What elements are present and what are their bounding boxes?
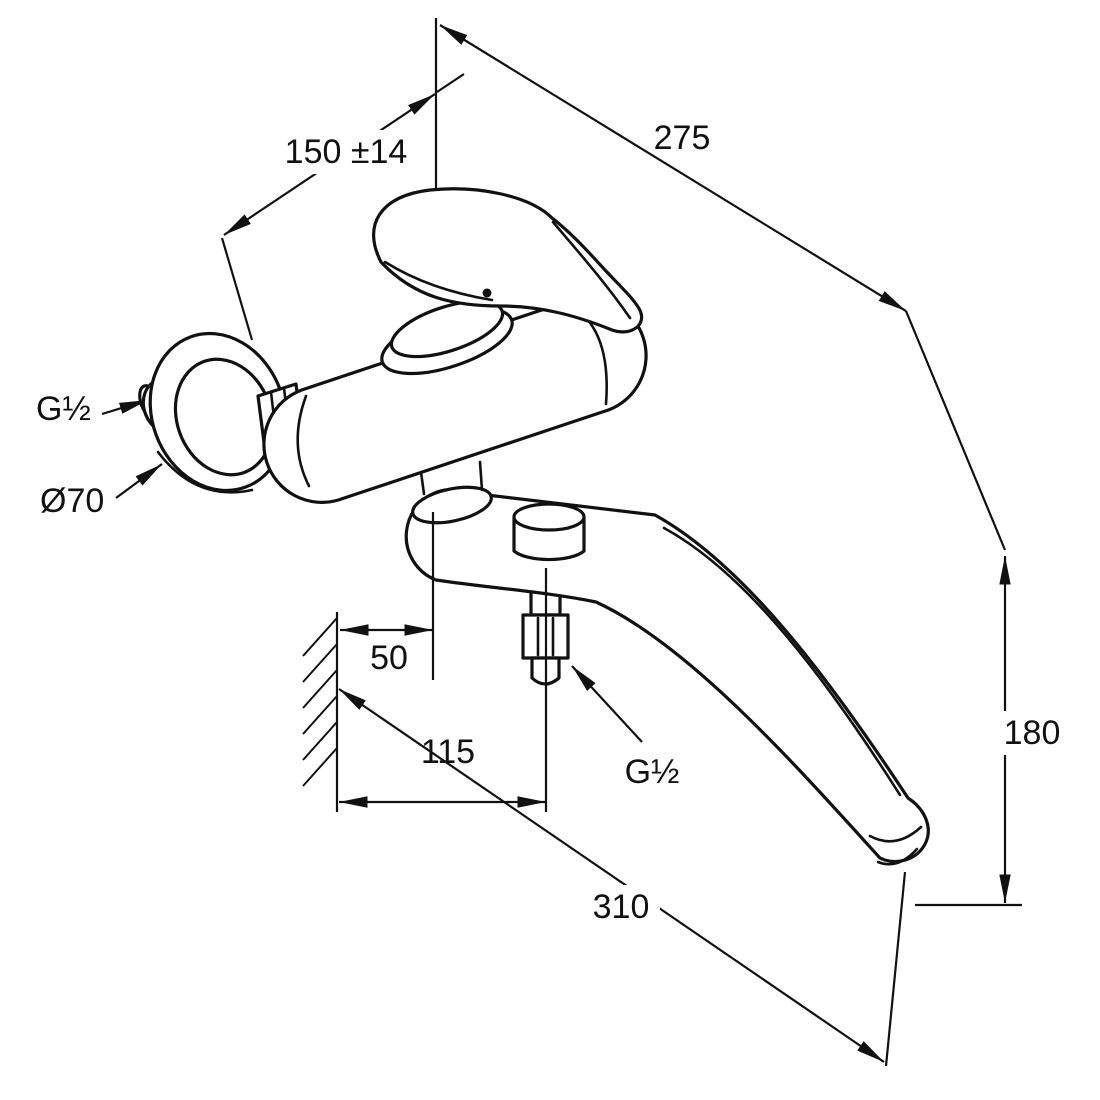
thread-top-label: G½	[36, 390, 91, 428]
dim-180-label: 180	[1004, 714, 1061, 752]
extension-line-spout-tip	[884, 871, 907, 1067]
dim-115-label: 115	[421, 733, 475, 771]
spout-aerator-ring-2	[876, 847, 919, 866]
leader-thread-bottom	[571, 665, 643, 743]
dim-310-label: 310	[593, 888, 650, 926]
dimension-labels: 150 ±14 275 180 310 115 50 G½ Ø70 G½	[36, 119, 1066, 929]
dim-line-150-stub	[436, 73, 465, 93]
spout-aerator-ring-1	[868, 825, 923, 843]
leader-diameter	[115, 463, 163, 499]
thread-bottom-label: G½	[625, 753, 680, 791]
lever-handle	[372, 187, 644, 334]
faucet-part	[138, 187, 930, 866]
dim-line-310	[338, 688, 885, 1063]
cartridge-ring-upper	[389, 299, 505, 359]
extension-line-flange	[220, 237, 254, 341]
temperature-dot	[482, 288, 492, 298]
diverter-knob	[512, 502, 586, 562]
dim-150-label: 150 ±14	[285, 133, 408, 171]
extension-line-right	[904, 310, 1007, 551]
spout	[404, 488, 930, 864]
dim-line-275	[439, 24, 907, 312]
dimension-lines	[101, 18, 1022, 1067]
spout-top-edge-line	[662, 526, 902, 797]
diameter-label: Ø70	[40, 482, 104, 520]
knob-base-line	[383, 260, 494, 302]
centerlines	[431, 512, 548, 812]
wall-hatch	[302, 612, 339, 812]
dim-275-label: 275	[654, 119, 711, 157]
dim-50-label: 50	[370, 639, 408, 677]
tailpiece-connector	[521, 583, 570, 686]
lever-edge-line	[551, 220, 632, 320]
